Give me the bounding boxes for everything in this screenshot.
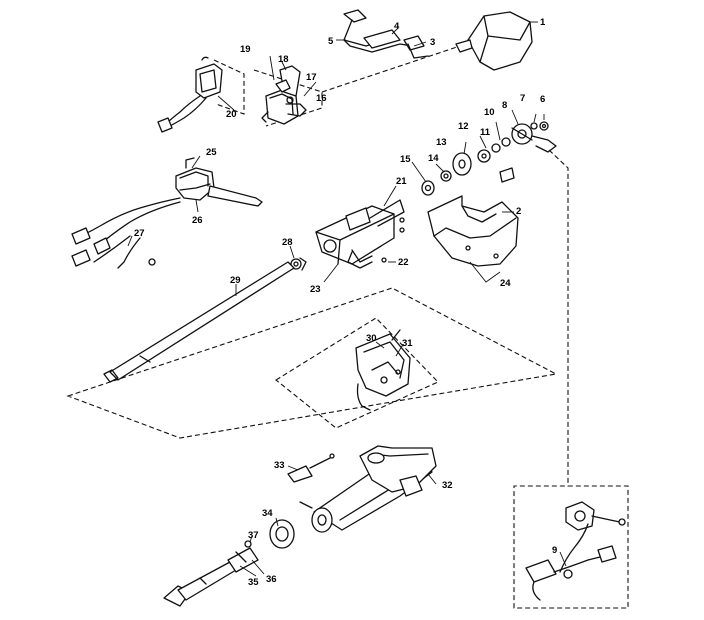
callout-1: 1	[540, 17, 546, 28]
callout-37: 37	[248, 530, 259, 541]
callout-9: 9	[552, 545, 557, 556]
callout-32: 32	[442, 480, 453, 491]
callout-33: 33	[274, 460, 285, 471]
callout-11: 11	[480, 127, 491, 138]
callout-labels: 1 2 3 4 5 6 7 8 9 10 11 12 13 14 15 16 1…	[134, 17, 557, 588]
lock-cylinder-assembly	[261, 65, 307, 125]
callout-15: 15	[400, 154, 411, 165]
callout-24: 24	[500, 278, 511, 289]
callout-6: 6	[540, 94, 545, 105]
callout-26: 26	[192, 215, 203, 226]
callout-7: 7	[520, 93, 525, 104]
callout-2: 2	[516, 206, 521, 217]
callout-3: 3	[430, 37, 435, 48]
callout-28: 28	[282, 237, 293, 248]
multifunction-lever-and-cover	[343, 9, 533, 71]
callout-10: 10	[484, 107, 495, 118]
intermediate-shaft	[163, 540, 259, 607]
steering-shaft	[103, 257, 307, 383]
callout-5: 5	[328, 36, 334, 47]
buzzer-switch	[157, 56, 223, 133]
wiring-harness-inset	[525, 501, 626, 601]
callout-16: 16	[316, 93, 327, 104]
ignition-switch-assembly	[355, 329, 411, 411]
callout-22: 22	[398, 257, 409, 268]
callout-35: 35	[248, 577, 259, 588]
callout-14: 14	[428, 153, 439, 164]
turn-signal-switch	[71, 157, 263, 269]
lower-cover	[427, 195, 519, 267]
callout-34: 34	[262, 508, 273, 519]
column-housing	[315, 199, 405, 269]
callout-20: 20	[226, 109, 237, 120]
callout-31: 31	[402, 338, 413, 349]
callout-23: 23	[310, 284, 321, 295]
callout-13: 13	[436, 137, 447, 148]
callout-4: 4	[394, 21, 400, 32]
leader-lines	[127, 21, 567, 577]
callout-19: 19	[240, 44, 251, 55]
callout-8: 8	[502, 100, 507, 111]
callout-12: 12	[458, 121, 469, 132]
lower-column-jacket	[269, 445, 437, 549]
callout-25: 25	[206, 147, 217, 158]
callout-30: 30	[366, 333, 377, 344]
callout-36: 36	[266, 574, 277, 585]
callout-29: 29	[230, 275, 241, 286]
callout-18: 18	[278, 54, 289, 65]
callout-17: 17	[306, 72, 317, 83]
callout-27: 27	[134, 228, 145, 239]
bearing-washer-stack	[421, 121, 557, 196]
callout-21: 21	[396, 176, 407, 187]
